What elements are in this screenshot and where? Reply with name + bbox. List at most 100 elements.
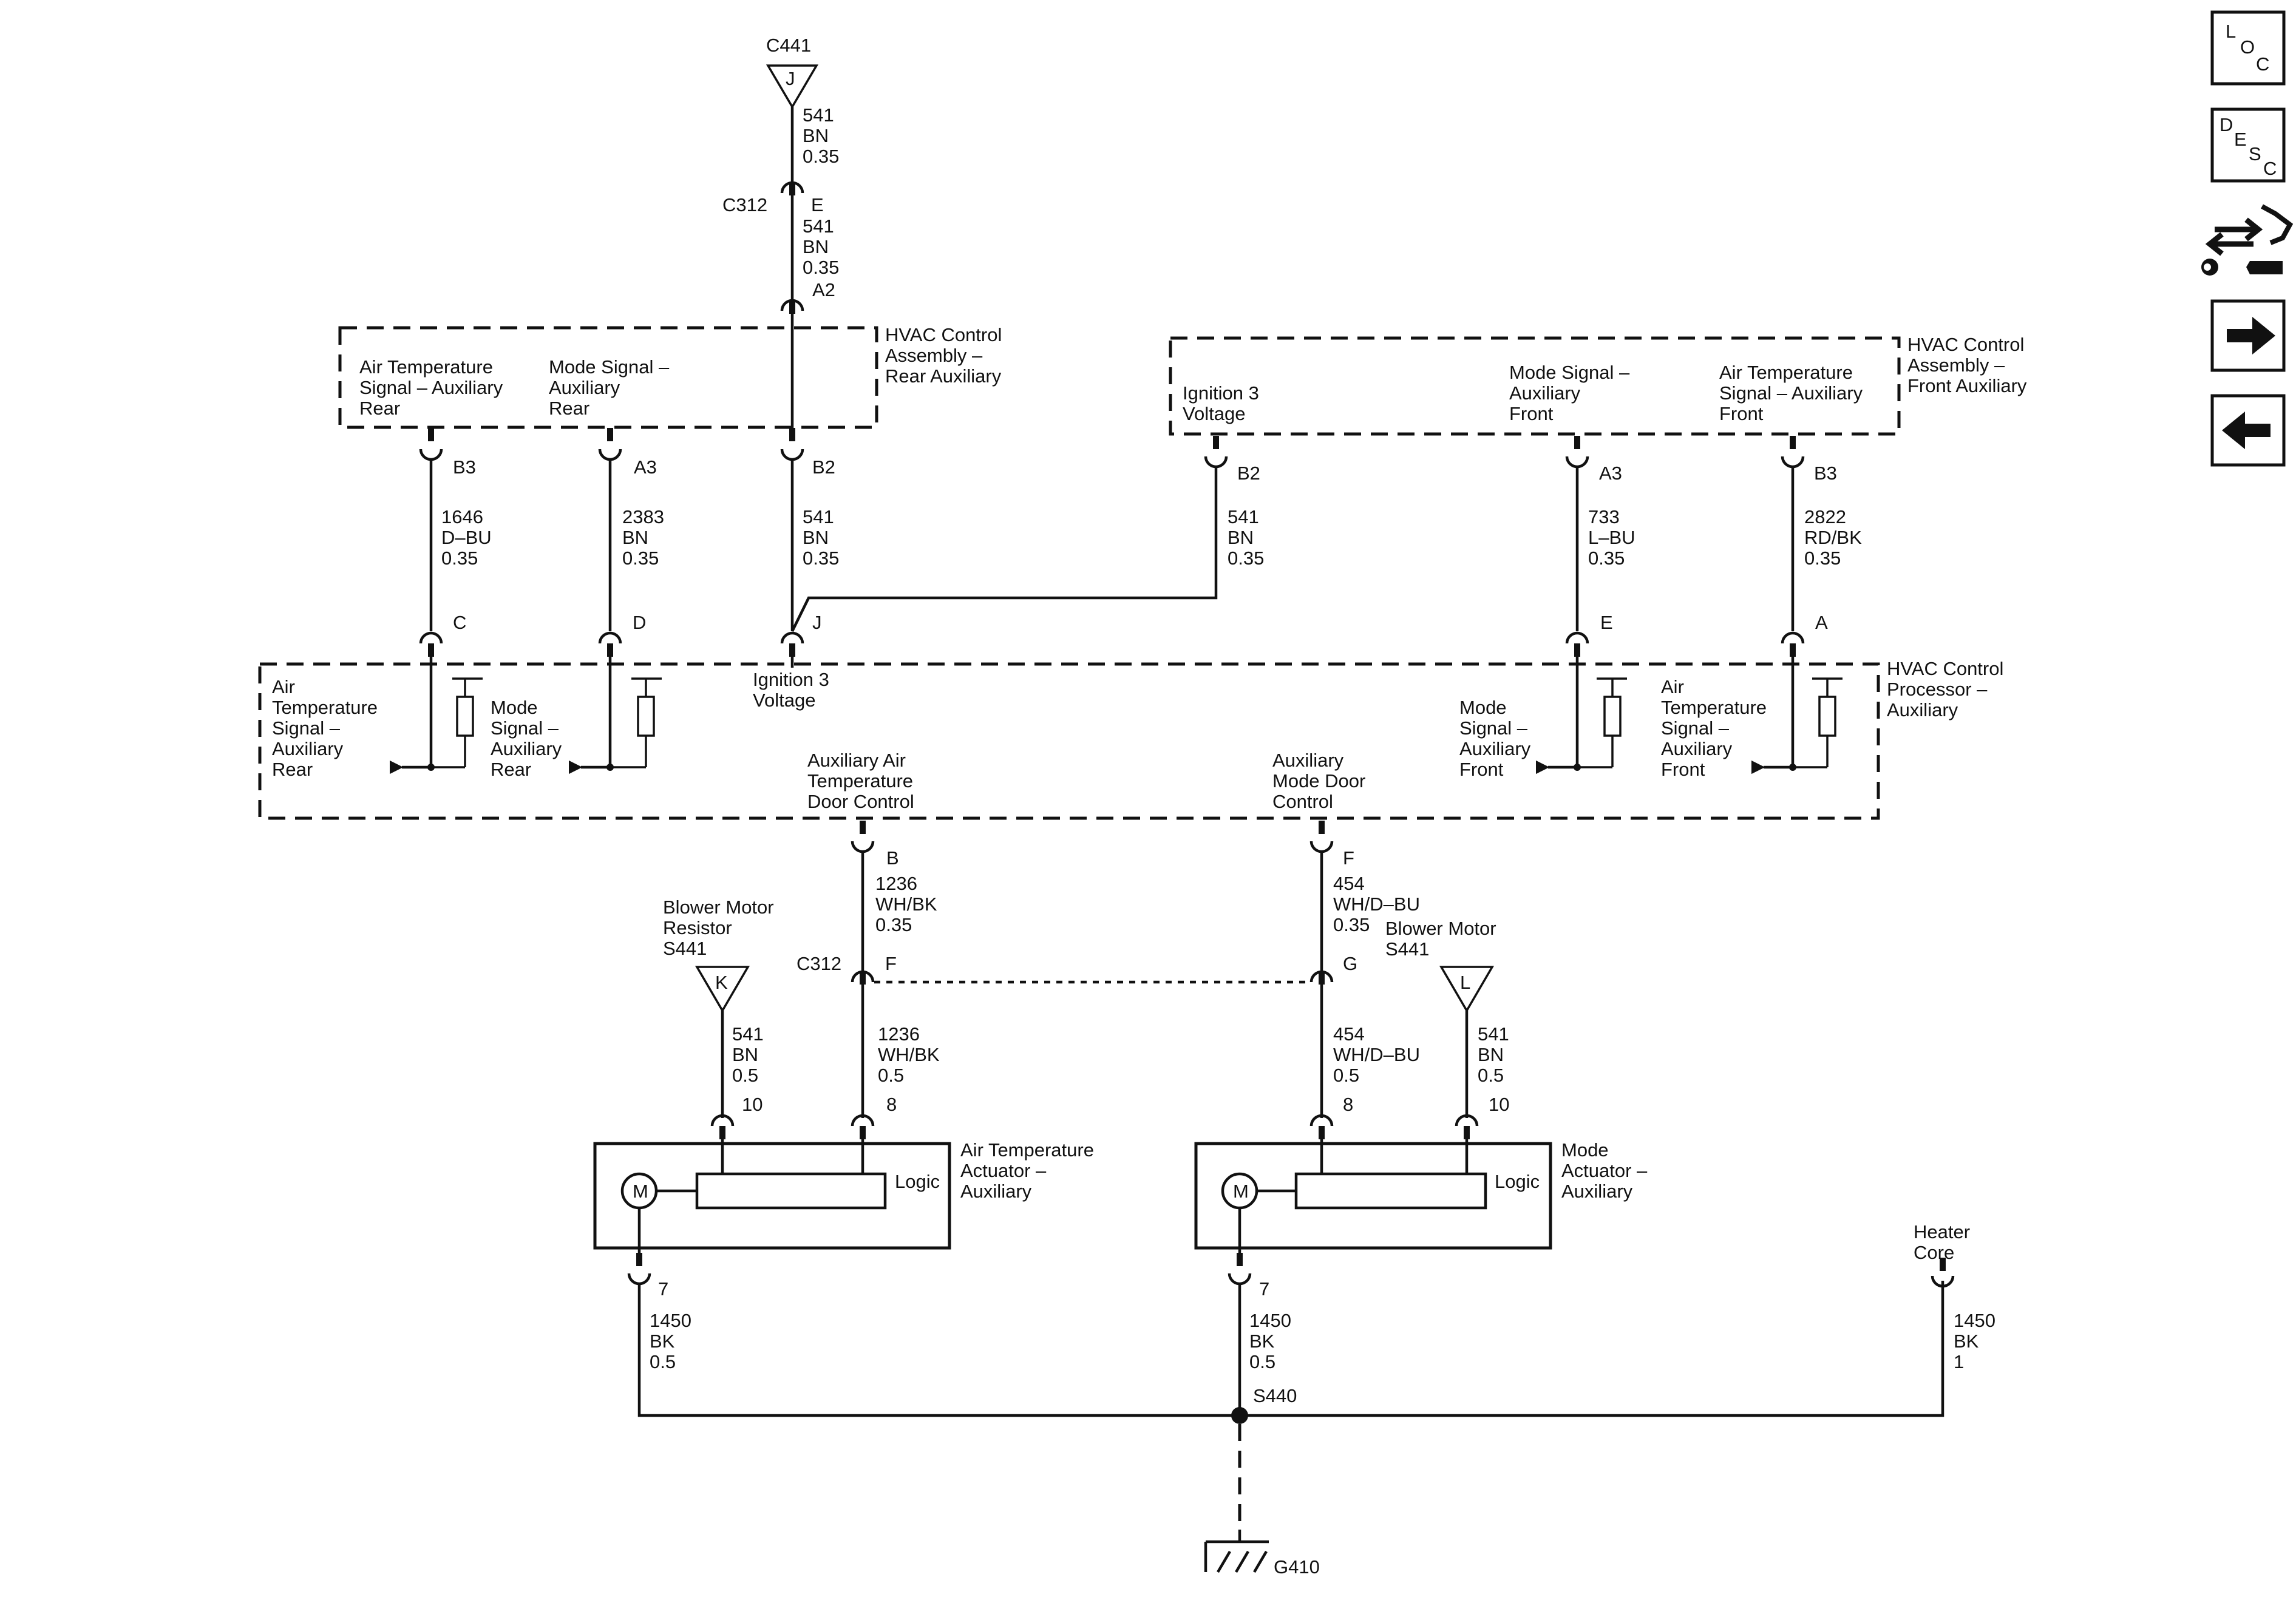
label-line: Signal – [1661, 717, 1730, 739]
label-line: Auxiliary [549, 377, 620, 398]
title-line: Actuator – [1561, 1160, 1648, 1181]
logic-label: Logic [1495, 1171, 1540, 1192]
male-terminal-icon [1790, 436, 1796, 449]
c441-label: C441 [766, 35, 811, 56]
wire-gauge: 0.35 [803, 257, 839, 278]
wire-circuit: 454 [1333, 1023, 1365, 1045]
label-line: Door Control [807, 791, 914, 812]
rear-assembly-box [338, 326, 878, 429]
wire-1236-upper-label: 1236 WH/BK 0.35 [875, 873, 937, 935]
terminal-label: K [715, 972, 728, 993]
male-terminal-icon [428, 643, 434, 657]
wire-circuit: 1450 [1954, 1310, 1995, 1331]
label-line: Voltage [753, 690, 815, 711]
label-line: Blower Motor [1385, 918, 1496, 939]
male-terminal-icon [1213, 436, 1219, 449]
title-line: Air Temperature [960, 1139, 1094, 1161]
previous-page-button[interactable] [2210, 394, 2286, 467]
desc-button-frame [2210, 107, 2286, 183]
wire-454-upper-label: 454 WH/D–BU 0.35 [1333, 873, 1420, 935]
label-line: Temperature [1661, 697, 1767, 718]
proc-pin-c: C [419, 612, 466, 657]
label-line: Signal – Auxiliary [359, 377, 503, 398]
wire-circuit: 1236 [878, 1023, 920, 1045]
male-terminal-icon [1319, 971, 1325, 985]
desc-button[interactable]: D E S C [2210, 107, 2286, 183]
wire-circuit: 454 [1333, 873, 1365, 894]
processor-box [258, 662, 1880, 820]
wire-541-l-label: 541 BN 0.5 [1478, 1023, 1509, 1086]
at-pin-8: 8 [851, 1094, 897, 1139]
female-terminal-icon [1565, 456, 1589, 469]
loc-button[interactable]: L O C [2210, 10, 2286, 86]
proc-circuit-mode-rear [568, 657, 662, 775]
wire-gauge: 0.35 [803, 146, 839, 167]
loc-letter: O [2240, 36, 2255, 58]
wire-gauge: 0.5 [650, 1351, 676, 1372]
motor-label: M [633, 1181, 648, 1202]
rear-pin-b3: B3 [419, 428, 476, 478]
wire-color: RD/BK [1804, 527, 1862, 548]
label-line: Auxiliary [272, 738, 344, 759]
wire-gauge: 0.5 [1478, 1065, 1504, 1086]
next-page-button[interactable] [2210, 299, 2286, 372]
c312-pin-a2: A2 [812, 279, 835, 300]
resistor-icon [1818, 696, 1836, 737]
female-terminal-icon [1565, 631, 1589, 644]
pin-label: B2 [812, 456, 835, 478]
female-terminal-icon [1455, 1114, 1479, 1127]
ground-hatch [1217, 1550, 1231, 1573]
processor-title: HVAC Control Processor – Auxiliary [1887, 658, 2003, 720]
wire-2822-label: 2822 RD/BK 0.35 [1804, 506, 1862, 569]
md-pin-7: 7 [1228, 1253, 1269, 1300]
junction-dot-icon [1789, 764, 1796, 771]
wire-color: BN [732, 1044, 758, 1065]
label-line: Front [1509, 403, 1554, 424]
desc-letter: S [2249, 143, 2261, 164]
wire-1236-lower-label: 1236 WH/BK 0.5 [878, 1023, 940, 1086]
c312-mid-label: C312 [796, 953, 841, 974]
title-line: HVAC Control [1907, 334, 2024, 355]
wire-1450-a-label: 1450 BK 0.5 [650, 1310, 691, 1372]
label-line: Core [1914, 1242, 1954, 1263]
female-terminal-icon [419, 449, 443, 461]
label-line: Air Temperature [359, 356, 493, 378]
terminal-label: L [1460, 972, 1470, 993]
label-line: Auxiliary [1661, 738, 1733, 759]
wire-gauge: 0.5 [732, 1065, 758, 1086]
front-assembly-title: HVAC Control Assembly – Front Auxiliary [1907, 334, 2027, 396]
proc-pin-a: A [1781, 612, 1828, 657]
female-terminal-icon [851, 841, 875, 853]
pin-label: 8 [1343, 1094, 1353, 1115]
male-terminal-icon [719, 1126, 725, 1139]
logic-module-icon [1294, 1172, 1487, 1210]
connector-tool-button[interactable] [2201, 204, 2294, 276]
male-terminal-icon [860, 1126, 866, 1139]
label-line: Voltage [1183, 403, 1245, 424]
wire-circuit: 1450 [1249, 1310, 1291, 1331]
wire-1450-c-label: 1450 BK 1 [1954, 1310, 1995, 1372]
title-line: Rear Auxiliary [885, 365, 1002, 387]
wire-gauge: 0.35 [622, 547, 659, 569]
wire-gauge: 0.35 [1333, 914, 1370, 935]
proc-circuit-mode-front [1535, 657, 1627, 775]
wire-1646-label: 1646 D–BU 0.35 [441, 506, 492, 569]
rear-pin-a3: A3 [598, 428, 657, 478]
ground-hatch [1235, 1550, 1249, 1573]
label-line: Rear [491, 759, 531, 780]
label-line: Mode [491, 697, 538, 718]
label-line: Signal – [272, 717, 341, 739]
female-terminal-icon [780, 449, 804, 461]
female-terminal-icon [780, 631, 804, 644]
proc-air-temp-front-label: Air Temperature Signal – Auxiliary Front [1661, 676, 1767, 780]
label-line: Mode Door [1272, 770, 1365, 792]
wire-color: BN [1228, 527, 1254, 548]
c312-pin-f: F [885, 953, 897, 974]
female-terminal-icon [419, 631, 443, 644]
proc-pin-f: F [1309, 821, 1354, 869]
pin-label: 10 [1489, 1094, 1509, 1115]
label-line: Mode Signal – [549, 356, 670, 378]
ground-hatch [1253, 1550, 1268, 1573]
at-pin-7: 7 [627, 1253, 668, 1300]
ground-bus-wire [637, 1281, 1944, 1417]
